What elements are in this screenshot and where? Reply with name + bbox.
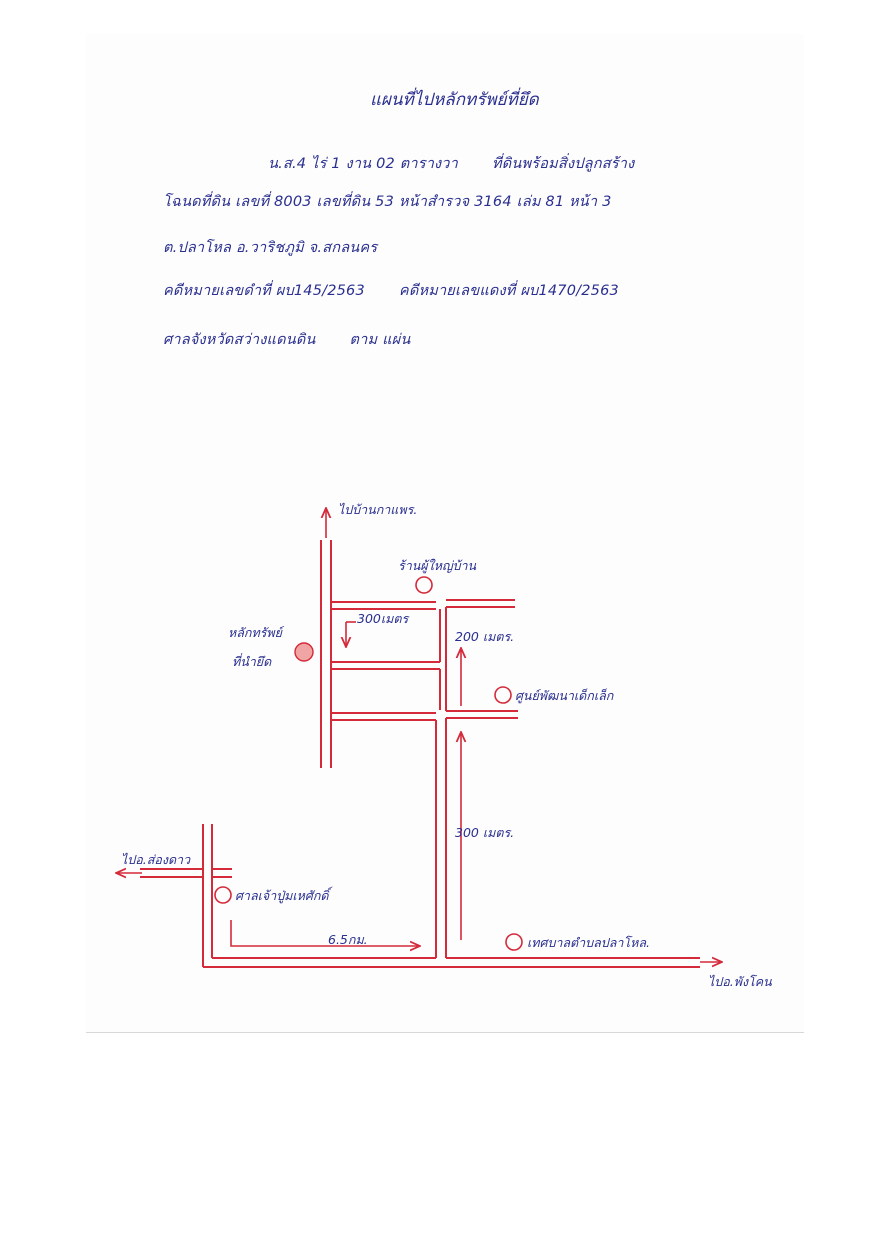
location-info: ต.ปลาโหล อ.วาริชภูมิ จ.สกลนคร [163, 240, 378, 256]
west-road [320, 508, 332, 768]
land-type: ที่ดินพร้อมสิ่งปลูกสร้าง [492, 156, 635, 172]
southern-road [203, 958, 722, 968]
label-landmark-shrine: ศาลเจ้าปู่มเหศักดิ์ [235, 886, 333, 904]
label-dist-km: 6.5กม. [328, 932, 368, 947]
label-north: ไปบ้านกาแพร. [338, 502, 417, 517]
landmark-shrine-marker [214, 886, 232, 904]
land-size-line: น.ส.4 ไร่ 1 งาน 02 ตารางวา ที่ดินพร้อมสิ่… [268, 152, 634, 175]
main-road [435, 607, 447, 958]
property-marker [294, 642, 314, 662]
red-case-number: คดีหมายเลขแดงที่ ผบ1470/2563 [398, 283, 619, 299]
landmark-office-marker [505, 933, 523, 951]
deed-info: โฉนดที่ดิน เลขที่ 8003 เลขที่ดิน 53 หน้า… [163, 194, 612, 210]
label-property-1: หลักทรัพย์ [228, 625, 285, 640]
label-dist-300-top: 300เมตร [357, 611, 409, 626]
location-line: ต.ปลาโหล อ.วาริชภูมิ จ.สกลนคร [163, 236, 377, 259]
label-landmark-top: ร้านผู้ใหญ่บ้าน [398, 558, 477, 574]
label-landmark-office: เทศบาลตำบลปลาโหล. [527, 935, 650, 950]
label-dist-200: 200 เมตร. [455, 629, 514, 644]
label-landmark-center: ศูนย์พัฒนาเด็กเล็ก [515, 688, 615, 704]
middle-cross-street [331, 710, 518, 721]
page-title: แผนที่ไปหลักทรัพย์ที่ยึด [370, 90, 539, 110]
inner-streets [331, 609, 441, 710]
label-west: ไปอ.ส่องดาว [121, 852, 191, 867]
land-size: น.ส.4 ไร่ 1 งาน 02 ตารางวา [268, 156, 458, 172]
label-east: ไปอ.พังโคน [708, 974, 772, 989]
court-line: ศาลจังหวัดสว่างแดนดิน ตาม แผ่น [163, 328, 410, 351]
west-lower-road [116, 824, 232, 967]
court-name: ศาลจังหวัดสว่างแดนดิน [163, 332, 316, 348]
route-arrows [230, 621, 461, 946]
sheet-count: ตาม แผ่น [349, 332, 411, 348]
landmark-center-marker [494, 686, 512, 704]
label-dist-300-right: 300 เมตร. [455, 825, 514, 840]
case-number-line: คดีหมายเลขดำที่ ผบ145/2563 คดีหมายเลขแดงท… [163, 279, 619, 302]
deed-line: โฉนดที่ดิน เลขที่ 8003 เลขที่ดิน 53 หน้า… [163, 190, 612, 213]
label-property-2: ที่นำยึด [232, 653, 272, 669]
black-case-number: คดีหมายเลขดำที่ ผบ145/2563 [163, 283, 365, 299]
top-cross-street [331, 599, 515, 610]
landmark-top-marker [415, 576, 433, 594]
